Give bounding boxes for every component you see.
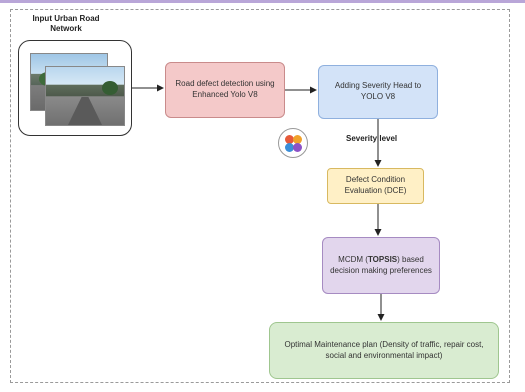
road-photo-front (45, 66, 125, 126)
plan-node: Optimal Maintenance plan (Density of tra… (269, 322, 499, 379)
diagram-frame (10, 9, 510, 383)
mcdm-suffix: ) based decision making preferences (330, 254, 432, 275)
severity-level-label: Severity level (346, 134, 398, 143)
mcdm-node: MCDM (TOPSIS) based decision making pref… (322, 237, 440, 294)
dce-node: Defect Condition Evaluation (DCE) (327, 168, 424, 204)
mcdm-prefix: MCDM ( (338, 254, 368, 264)
detect-node: Road defect detection using Enhanced Yol… (165, 62, 285, 118)
top-accent-bar (0, 0, 525, 3)
severity-head-node: Adding Severity Head to YOLO V8 (318, 65, 438, 119)
mcdm-bold: TOPSIS (367, 254, 398, 264)
input-title: Input Urban Road Network (32, 14, 100, 33)
mcdm-text: MCDM (TOPSIS) based decision making pref… (329, 255, 433, 277)
colored-dots-logo-icon (278, 128, 308, 158)
